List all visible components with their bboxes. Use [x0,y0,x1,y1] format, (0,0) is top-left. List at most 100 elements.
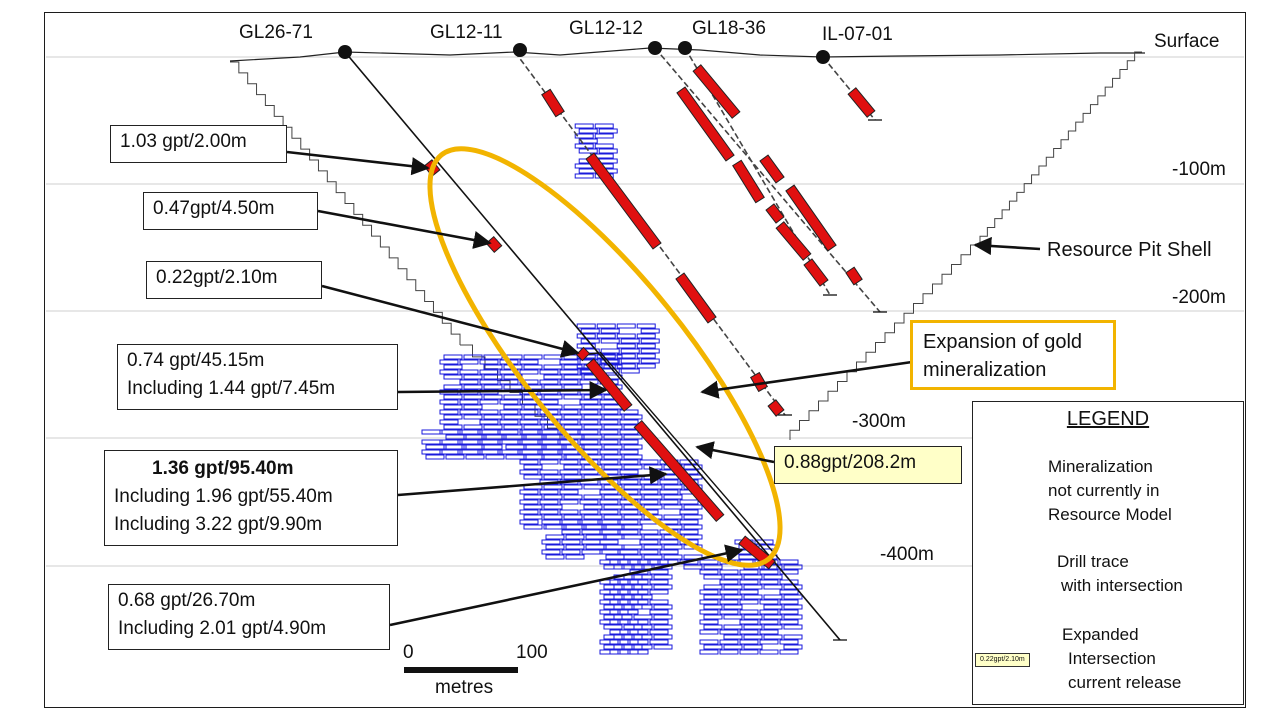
mineralization-block [543,374,563,380]
legend-mineralization-line3: Resource Model [1048,505,1172,524]
mineralization-block [543,444,563,450]
mineralization-block [599,549,619,555]
mineralization-block [699,559,719,565]
mineralization-block [763,574,783,580]
mineralization-block [639,559,659,565]
legend-expanded-line2: Intersection [1068,649,1156,668]
mineralization-block [719,629,739,635]
leader-expanded [695,441,775,464]
mineralization-block [559,369,579,375]
mineralization-block [643,554,663,560]
mineralization-block [583,444,603,450]
mineralization-block [599,409,619,415]
mineralization-block [601,529,621,535]
mineralization-block [479,409,499,415]
mineralization-block [483,414,503,420]
mineralization-block [679,509,699,515]
mineralization-block [759,649,779,655]
legend-expanded-line3: current release [1068,673,1182,692]
mineralization-block [683,524,703,530]
mineralization-block [739,649,759,655]
mineralization-block [633,594,653,600]
mineralization-block [759,599,779,605]
mineralization-block [619,409,639,415]
mineralization-block [649,579,669,585]
mineralization-block [613,594,633,600]
mineralization-block [483,374,503,380]
mineralization-block [563,414,583,420]
mineralization-block [545,554,565,560]
mineralization-block [541,519,561,525]
mineralization-block [623,594,643,600]
mineralization-block [619,599,639,605]
mineralization-block [599,359,619,365]
mineralization-block [479,379,499,385]
mineralization-block [623,564,643,570]
mineralization-block [629,599,649,605]
mineralization-block [541,439,561,445]
mineralization-block [623,604,643,610]
scale-unit: metres [435,677,494,698]
drill-intersections [423,64,876,570]
depth-label-400m: -400m [880,544,934,565]
mineralization-block [603,414,623,420]
mineralization-block [519,459,539,465]
mineralization-block [543,504,563,510]
mineralization-block [723,614,743,620]
mineralization-block [763,624,783,630]
mineralization-block [519,419,539,425]
mineralization-block [574,143,594,149]
mineralization-block [505,444,525,450]
mineralization-block [503,394,523,400]
mineralization-block [619,559,639,565]
callout-5-line2: Including 1.96 gpt/55.40m [114,486,333,507]
intersection-segment [845,266,863,286]
mineralization-block [539,439,559,445]
mineralization-block [783,644,803,650]
mineralization-block [543,354,563,360]
mineralization-block [523,444,543,450]
mineralization-block [613,614,633,620]
mineralization-block [609,579,629,585]
mineralization-block [743,624,763,630]
mineralization-block [599,509,619,515]
mineralization-block [579,439,599,445]
mineralization-block [441,439,461,445]
mineralization-block [605,534,625,540]
mineralization-block [600,328,620,334]
mineralization-block [723,624,743,630]
mineralization-block [603,514,623,520]
mineralization-block [543,474,563,480]
mineralization-block [523,414,543,420]
mineralization-block [629,559,649,565]
mineralization-block [619,449,639,455]
callout-6: 0.68 gpt/26.70m Including 2.01 gpt/4.90m [108,584,390,650]
mineralization-block [594,153,614,159]
scale-zero: 0 [403,642,414,663]
mineralization-block [539,429,559,435]
mineralization-block [659,489,679,495]
mineralization-block [439,359,459,365]
mineralization-block [599,499,619,505]
mineralization-block [783,614,803,620]
mineralization-block [619,519,639,525]
mineralization-block [479,439,499,445]
mineralization-block [723,584,743,590]
drill-trace-expanded [599,351,781,561]
mineralization-block [463,424,483,430]
mineralization-block [599,539,619,545]
mineralization-block [579,429,599,435]
mineralization-block [643,464,663,470]
mineralization-block [619,589,639,595]
mineralization-block [653,644,673,650]
mineralization-block [633,614,653,620]
mineralization-block [629,639,649,645]
mineralization-block [623,554,643,560]
mineralization-block [599,519,619,525]
mineralization-block [623,464,643,470]
mineralization-block [623,524,643,530]
mineralization-block [539,429,559,435]
mineralization-block [523,414,543,420]
mineralization-block [779,559,799,565]
mineralization-block [463,404,483,410]
